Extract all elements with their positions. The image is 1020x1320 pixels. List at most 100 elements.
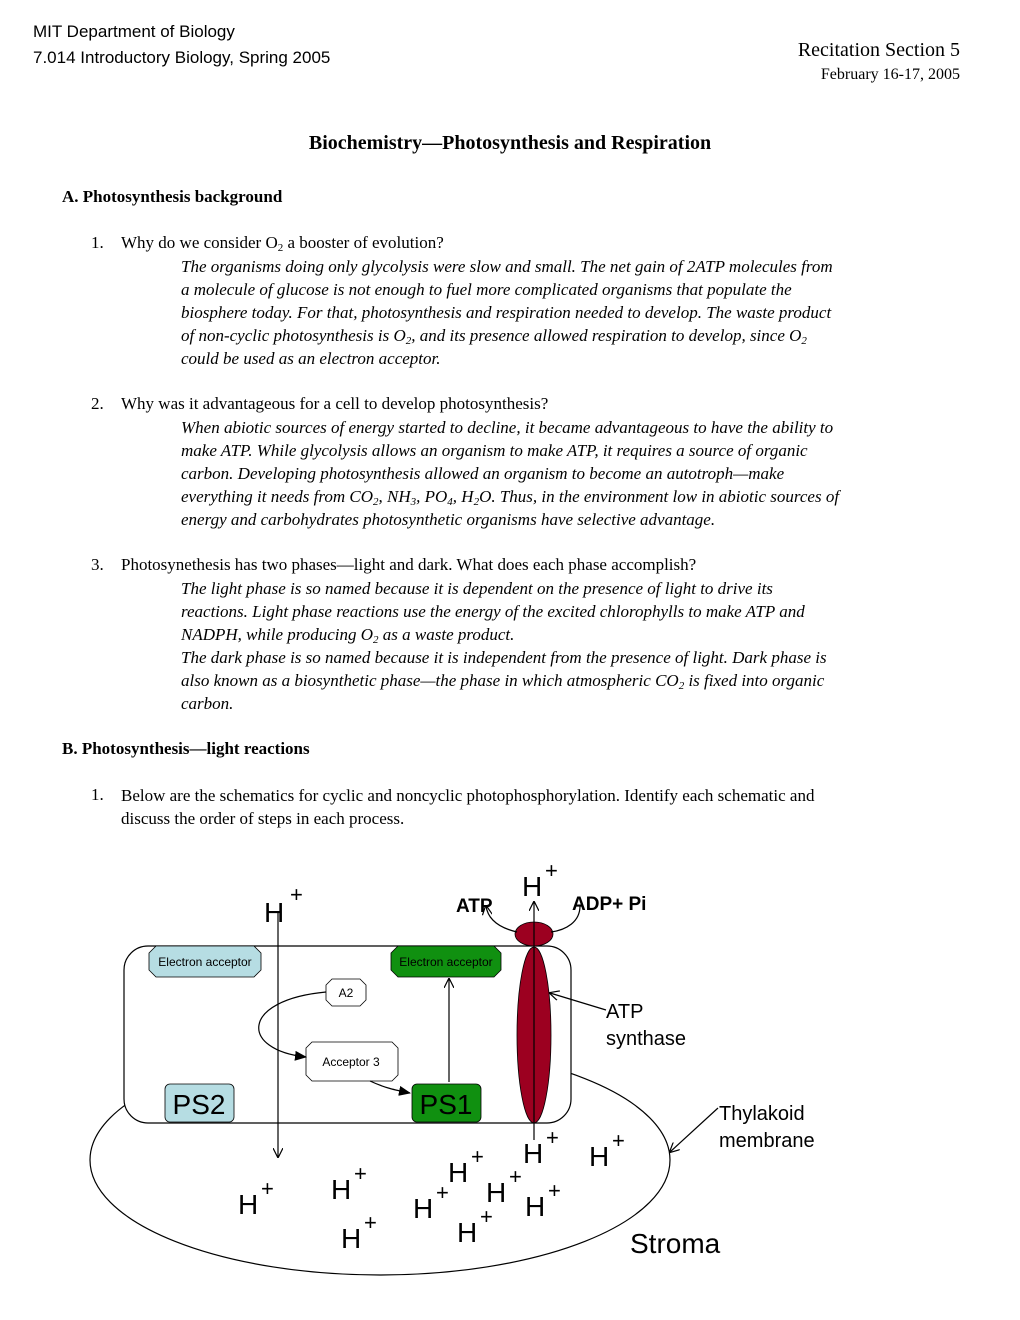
subscript: 2 <box>801 335 807 347</box>
answer-line: The organisms doing only glycolysis were… <box>181 257 833 276</box>
answer-line: NADPH, while producing O2 as a waste pro… <box>181 623 971 646</box>
h-symbol: H <box>486 1177 506 1208</box>
answer-line: biosphere today. For that, photosynthesi… <box>181 303 832 322</box>
answer-text: is fixed into organic <box>684 671 825 690</box>
thylakoid-label-2: membrane <box>719 1130 815 1152</box>
proton-label: H + <box>589 1128 625 1172</box>
answer-text: NADPH, while producing O <box>181 625 374 644</box>
answer-a2: When abiotic sources of energy started t… <box>181 416 971 531</box>
atp-synthase-pointer <box>550 993 607 1011</box>
subscript: 4 <box>447 496 453 508</box>
ps1-label: PS1 <box>420 1089 473 1120</box>
answer-line: of non-cyclic photosynthesis is O2, and … <box>181 324 971 347</box>
question-b1: Below are the schematics for cyclic and … <box>121 784 981 830</box>
proton-label: H + <box>331 1161 367 1205</box>
question-a2: Why was it advantageous for a cell to de… <box>121 394 549 413</box>
question-line: Below are the schematics for cyclic and … <box>121 786 815 805</box>
course-name: 7.014 Introductory Biology, Spring 2005 <box>33 48 331 67</box>
h-symbol: H <box>525 1191 545 1222</box>
answer-text: , NH <box>378 487 411 506</box>
atp-synthase-label-1: ATP <box>606 1001 643 1023</box>
answer-text: everything it needs from CO <box>181 487 373 506</box>
h-symbol: H <box>457 1217 477 1248</box>
h-symbol: H <box>264 897 284 928</box>
answer-text: , and its presence allowed respiration t… <box>411 326 802 345</box>
plus-symbol: + <box>612 1128 625 1153</box>
proton-label-top-left: H + <box>264 882 303 928</box>
a2-box <box>325 978 367 1007</box>
h-symbol: H <box>238 1189 258 1220</box>
question-number: 1. <box>91 785 104 804</box>
plus-symbol: + <box>509 1164 522 1189</box>
stroma-label: Stroma <box>630 1228 721 1259</box>
plus-symbol: + <box>546 1125 559 1150</box>
electron-acceptor-ps1-label: Electron acceptor <box>399 955 492 969</box>
h-symbol: H <box>589 1141 609 1172</box>
answer-line: The light phase is so named because it i… <box>181 579 773 598</box>
h-symbol: H <box>331 1174 351 1205</box>
answer-text: of non-cyclic photosynthesis is O <box>181 326 406 345</box>
answer-a1: The organisms doing only glycolysis were… <box>181 255 971 370</box>
thylakoid-membrane-box <box>123 945 572 1124</box>
plus-symbol: + <box>290 882 303 907</box>
subscript: 2 <box>373 496 379 508</box>
proton-label: H + <box>341 1210 377 1254</box>
question-line: discuss the order of steps in each proce… <box>121 809 405 828</box>
plus-symbol: + <box>354 1161 367 1186</box>
answer-line: make ATP. While glycolysis allows an org… <box>181 441 808 460</box>
electron-acceptor-ps2-label: Electron acceptor <box>158 955 251 969</box>
thylakoid-pointer <box>670 1107 719 1152</box>
answer-line: carbon. Developing photosynthesis allowe… <box>181 464 785 483</box>
thylakoid-label-1: Thylakoid <box>719 1103 805 1125</box>
answer-line: energy and carbohydrates photosynthetic … <box>181 510 716 529</box>
answer-text: O. Thus, in the environment low in abiot… <box>479 487 840 506</box>
answer-line: The dark phase is so named because it is… <box>181 648 827 667</box>
question-number: 1. <box>91 233 104 252</box>
proton-label: H + <box>413 1180 449 1224</box>
answer-a3: The light phase is so named because it i… <box>181 577 971 715</box>
adp-pi-label: ADP+ Pi <box>572 894 646 915</box>
proton-label: H + <box>457 1204 493 1248</box>
question-number: 2. <box>91 394 104 413</box>
proton-label: H + <box>448 1144 484 1188</box>
answer-text: as a waste product. <box>378 625 515 644</box>
subscript: 2 <box>405 335 412 347</box>
plus-symbol: + <box>471 1144 484 1169</box>
answer-line: a molecule of glucose is not enough to f… <box>181 280 792 299</box>
plus-symbol: + <box>480 1204 493 1229</box>
ps2-box <box>164 1083 235 1123</box>
acceptor3-to-ps1-arrow <box>369 1080 411 1096</box>
atp-synthase-label-2: synthase <box>606 1028 686 1050</box>
subscript: 2 <box>473 496 480 508</box>
section-a-heading: A. Photosynthesis background <box>62 187 283 206</box>
section-b-heading: B. Photosynthesis—light reactions <box>62 739 310 758</box>
h-symbol: H <box>413 1193 433 1224</box>
answer-text: also known as a biosynthetic phase—the p… <box>181 671 679 690</box>
adp-input-arrow <box>550 905 581 933</box>
subscript: 3 <box>410 496 417 508</box>
h-symbol: H <box>448 1157 468 1188</box>
plus-symbol: + <box>436 1180 449 1205</box>
page-title: Biochemistry—Photosynthesis and Respirat… <box>308 132 712 154</box>
plus-symbol: + <box>548 1178 561 1203</box>
a2-label: A2 <box>339 986 354 1000</box>
proton-label: H + <box>238 1176 274 1220</box>
question-number: 3. <box>91 555 104 574</box>
subscript: 2 <box>373 634 379 646</box>
recitation-label: Recitation Section 5 <box>797 39 960 61</box>
subscript: 2 <box>277 242 284 254</box>
answer-line: everything it needs from CO2, NH3, PO4, … <box>181 485 971 508</box>
atp-output-arrow <box>486 906 518 933</box>
question-text: a booster of evolution? <box>283 233 444 252</box>
answer-line: carbon. <box>181 694 234 713</box>
proton-label: H + <box>525 1178 561 1222</box>
acceptor-3-label: Acceptor 3 <box>322 1055 380 1069</box>
electron-acceptor-ps1 <box>390 945 502 978</box>
ps1-box <box>411 1083 482 1123</box>
recitation-date: February 16-17, 2005 <box>820 66 960 83</box>
subscript: 2 <box>678 680 685 692</box>
proton-label-top-synthase: H + <box>522 858 558 902</box>
answer-line: also known as a biosynthetic phase—the p… <box>181 669 971 692</box>
answer-line: reactions. Light phase reactions use the… <box>181 602 805 621</box>
